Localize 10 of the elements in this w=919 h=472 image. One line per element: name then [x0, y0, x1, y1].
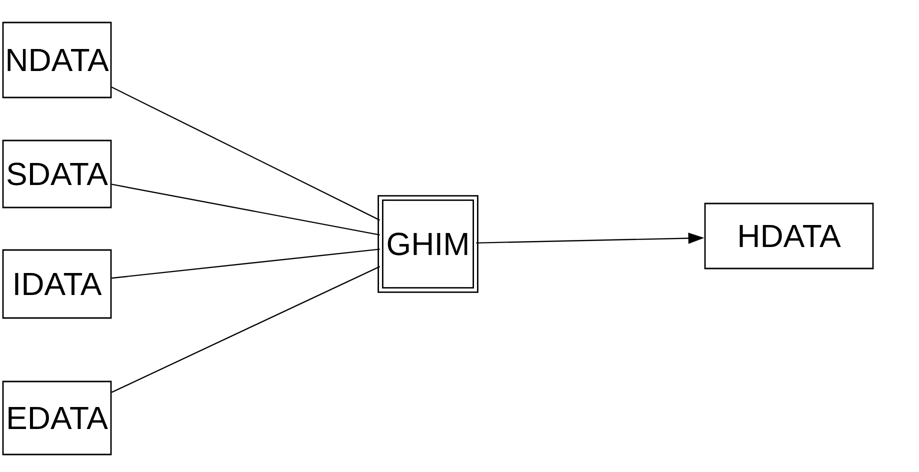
module-box: GHIM: [378, 195, 478, 293]
data-box: EDATA: [2, 380, 112, 456]
connector-line: [112, 248, 380, 279]
data-box: SDATA: [2, 140, 112, 208]
connector-line: [111, 86, 380, 221]
data-box: IDATA: [2, 249, 112, 319]
connector-line: [111, 266, 380, 393]
data-box: NDATA: [2, 22, 112, 98]
connector-line: [112, 184, 380, 236]
data-box: HDATA: [704, 202, 874, 270]
